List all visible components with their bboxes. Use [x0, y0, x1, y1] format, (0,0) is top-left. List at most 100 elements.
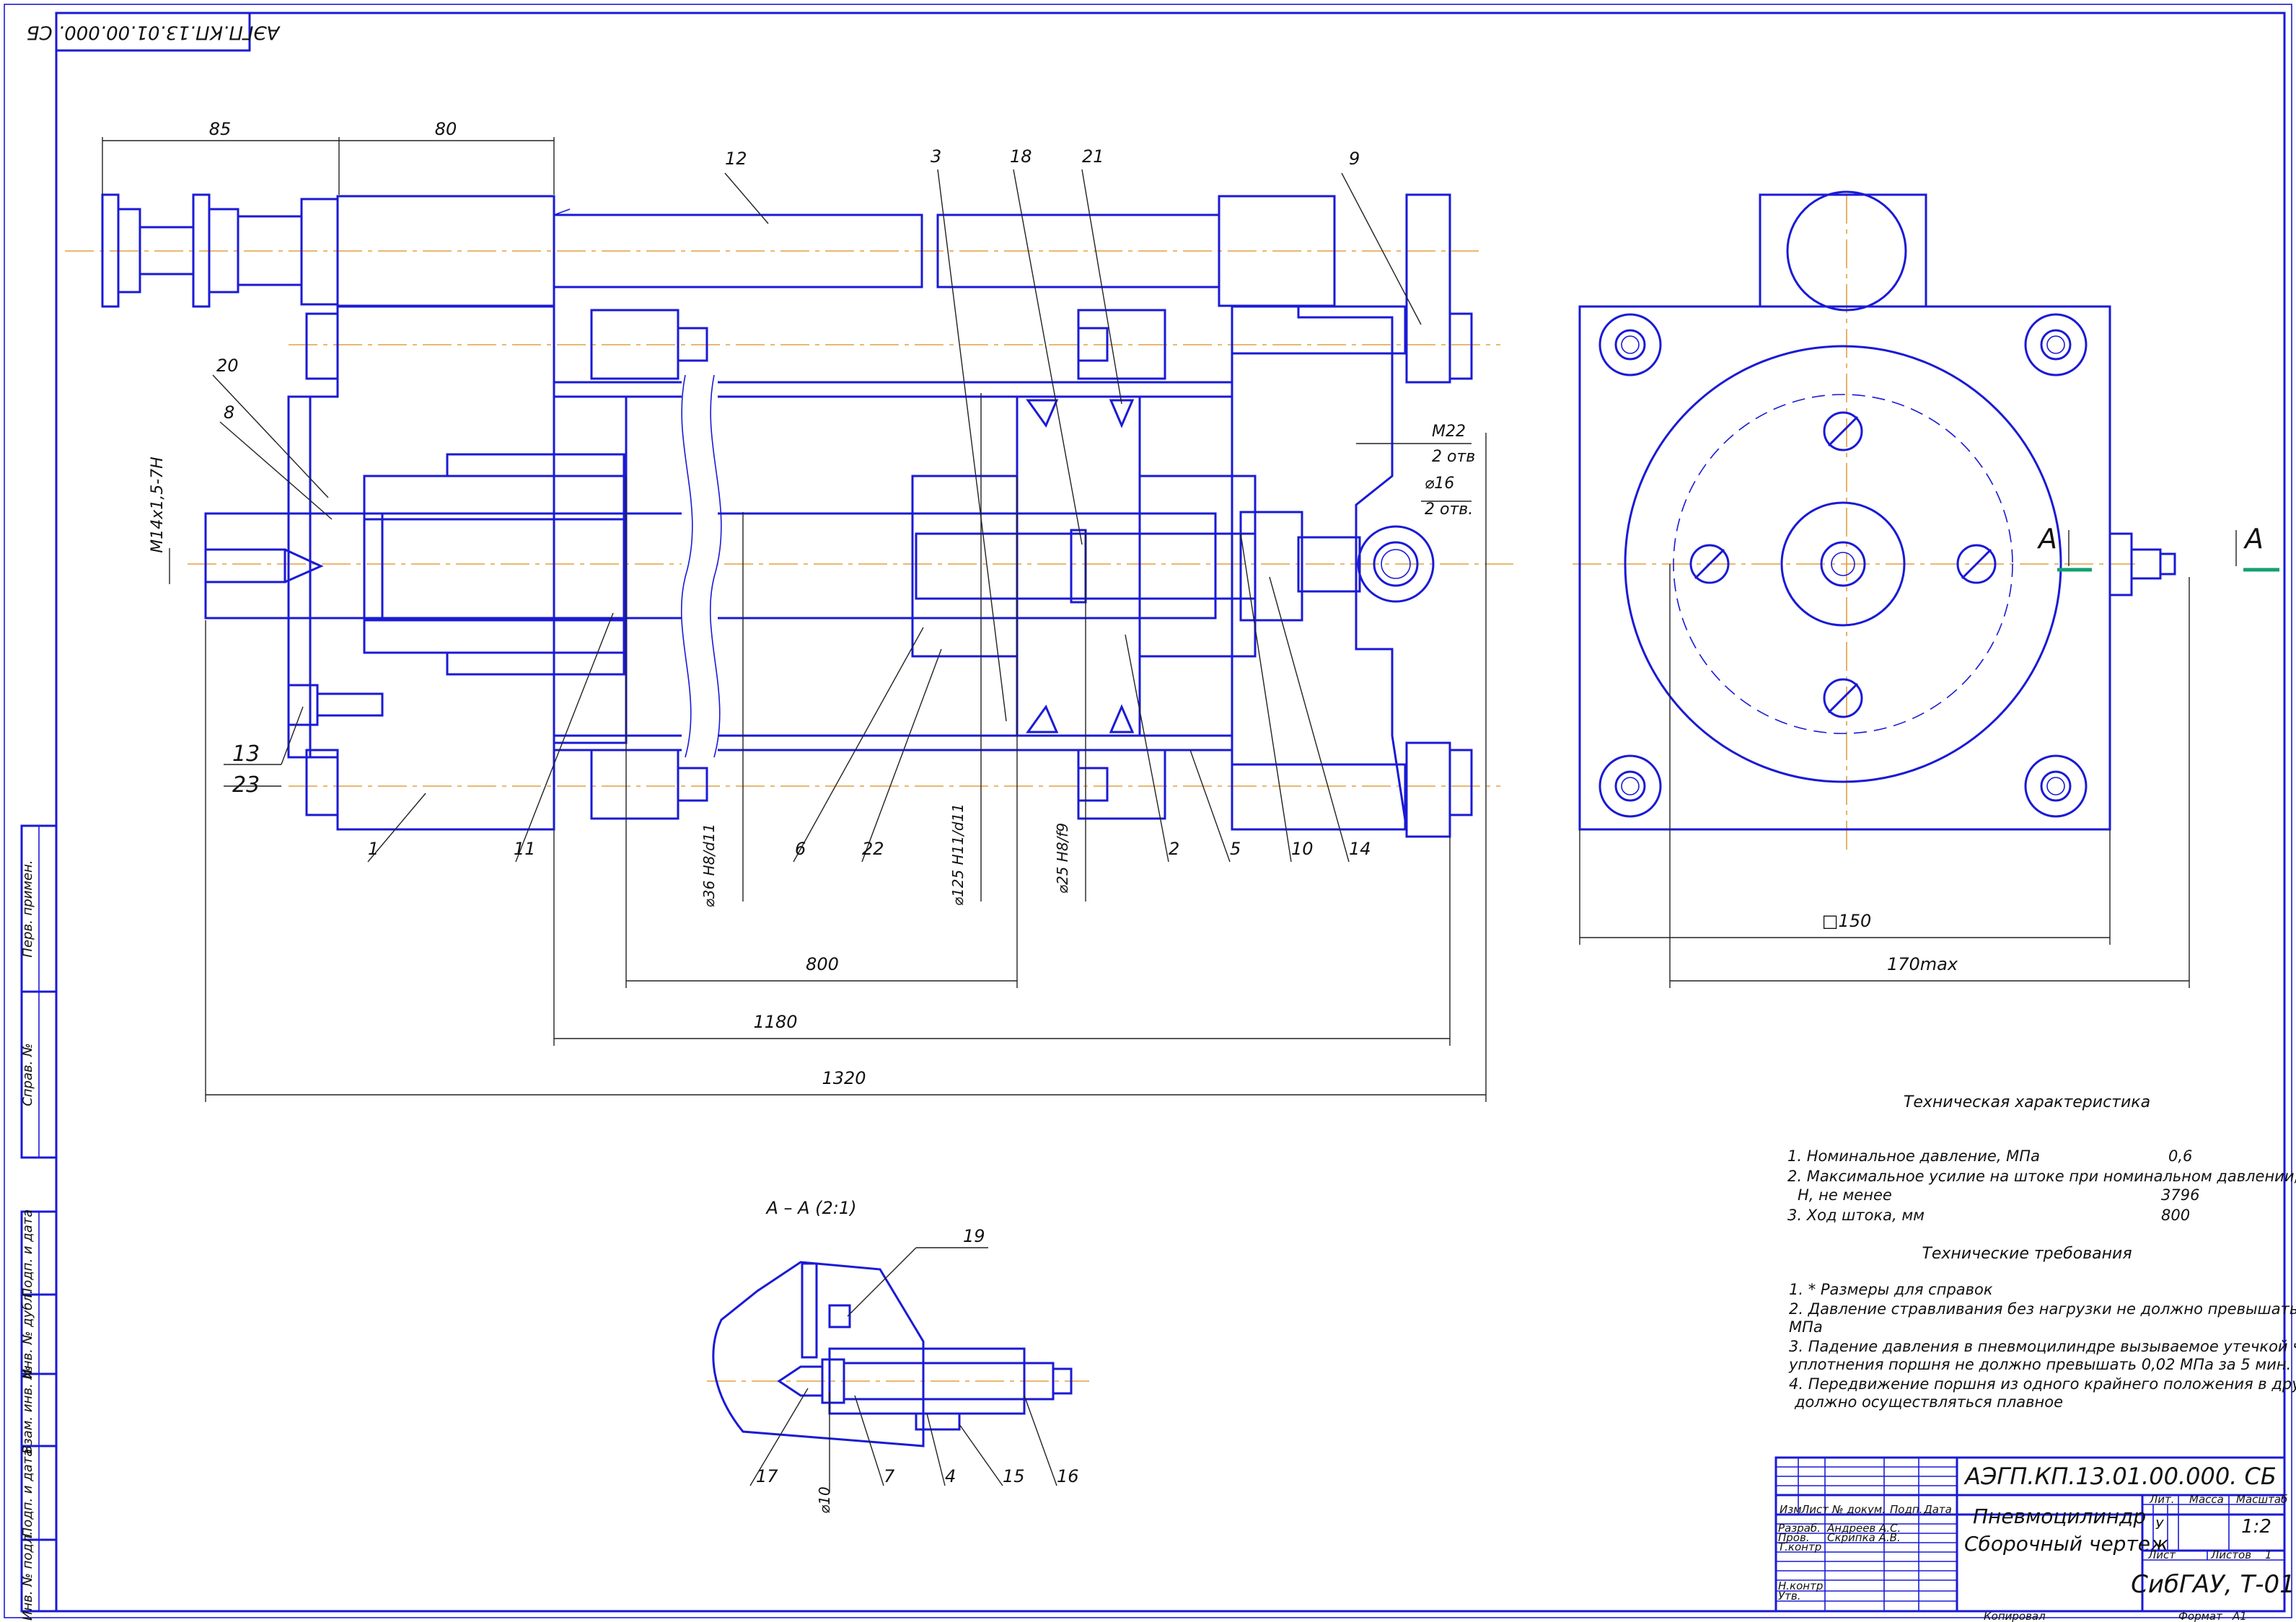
callout-23: 23 [232, 772, 260, 798]
dim-800: 800 [806, 954, 839, 974]
tb-r-razrab: Разраб. [1778, 1522, 1821, 1535]
dim-d16: ⌀16 [1425, 475, 1454, 493]
tb-code: АЭГП.КП.13.01.00.000. СБ [1963, 1463, 2277, 1490]
callout-20: 20 [216, 356, 239, 376]
tech-req-4: 4. Передвижение поршня из одного крайнег… [1789, 1375, 2296, 1393]
callout-10: 10 [1291, 839, 1314, 859]
callout-21: 21 [1082, 146, 1104, 167]
fit-36: ⌀36 H8/d11 [700, 824, 718, 908]
side-label-1: Справ. № [20, 1043, 35, 1106]
tb-list: Лист [2147, 1548, 2176, 1561]
tb-h-doc: № докум. [1831, 1503, 1886, 1516]
tech-requirements: Технические требования 1. * Размеры для … [1788, 1245, 2296, 1411]
side-label-5: Подп. и дата [20, 1449, 35, 1538]
callout-22: 22 [862, 839, 884, 859]
main-dimensions: 85 80 800 1180 1320 M14x1,5-7H M22 2 отв… [102, 119, 1487, 1102]
callout-8: 8 [224, 402, 234, 423]
tech-char-line3: 3. Ход штока, мм [1787, 1207, 1925, 1224]
tb-r-tkontr: Т.контр [1778, 1541, 1821, 1553]
corner-stamp-text: АЭГП.КП.13.01.00.000. СБ [27, 22, 281, 43]
tb-format-val: А1 [2232, 1610, 2247, 1622]
section-mark-a-left: А [2036, 523, 2057, 555]
tb-lit-val: У [2155, 1517, 2164, 1533]
tb-format: Формат [2178, 1610, 2223, 1622]
dim-150: □150 [1822, 911, 1871, 931]
callouts: 12 3 18 21 9 20 8 13 23 1 11 6 22 2 5 10… [212, 146, 1422, 863]
title-block: Изм Лист № докум. Подп. Дата Разраб. Про… [1774, 1456, 2295, 1622]
callout-17: 17 [756, 1466, 778, 1486]
callout-13: 13 [232, 741, 260, 767]
callout-4: 4 [945, 1466, 956, 1486]
section-aa-title: А – А (2:1) [765, 1198, 856, 1218]
tech-req-3b: уплотнения поршня не должно превышать 0,… [1788, 1356, 2291, 1373]
tb-r-nkontr: Н.контр [1778, 1579, 1823, 1592]
tech-req-2: 2. Давление стравливания без нагрузки не… [1789, 1300, 2296, 1318]
callout-3: 3 [931, 146, 941, 167]
tb-masshtab: Масштаб [2236, 1493, 2287, 1506]
callout-1: 1 [368, 839, 379, 859]
tb-kopiroval: Копировал [1984, 1610, 2046, 1622]
fit-25: ⌀25 H8/f9 [1054, 823, 1071, 894]
tb-h-izm: Изм [1780, 1503, 1802, 1516]
callout-2: 2 [1169, 839, 1179, 859]
dim-2otv-a: 2 отв [1432, 448, 1475, 466]
side-view: А А □150 170max [1573, 190, 2279, 988]
inner-frame [55, 12, 2286, 1613]
dim-170max: 170max [1887, 954, 1958, 974]
callout-14: 14 [1349, 839, 1371, 859]
callout-18: 18 [1010, 146, 1032, 167]
corner-stamp: АЭГП.КП.13.01.00.000. СБ [27, 12, 281, 52]
section-mark-a-right: А [2243, 523, 2264, 555]
tech-char-title: Техническая характеристика [1904, 1093, 2150, 1111]
side-strip: Перв. примен. Справ. № Подп. и дата Инв.… [20, 824, 58, 1621]
side-label-2: Подп. и дата [20, 1209, 35, 1298]
tb-lit: Лит. [2149, 1493, 2175, 1506]
tech-req-title: Технические требования [1922, 1245, 2132, 1263]
tb-r-utv: Утв. [1778, 1590, 1801, 1603]
tech-char-val2: 3796 [2161, 1186, 2199, 1204]
callout-15: 15 [1003, 1466, 1025, 1486]
side-label-0: Перв. примен. [20, 860, 35, 957]
tech-char-line2: 2. Максимальное усилие на штоке при номи… [1787, 1168, 2296, 1185]
side-label-6: Инв. № подл. [20, 1531, 35, 1621]
callout-5: 5 [1230, 839, 1241, 859]
tech-req-3: 3. Падение давления в пневмоцилиндре выз… [1789, 1338, 2296, 1355]
dim-1180: 1180 [753, 1012, 797, 1032]
tech-req-4b: должно осуществляться плавное [1794, 1393, 2063, 1411]
dim-85: 85 [209, 119, 232, 139]
callout-12: 12 [725, 149, 747, 169]
callout-16: 16 [1057, 1466, 1079, 1486]
tb-name1: Пневмоцилиндр [1973, 1504, 2146, 1528]
fit-125: ⌀125 H11/d11 [949, 803, 967, 906]
callout-6: 6 [795, 839, 806, 859]
side-label-4: Взам. инв. № [20, 1366, 35, 1454]
side-label-3: Инв. № дубл. [20, 1290, 35, 1378]
tb-listov: Листов [2210, 1548, 2251, 1561]
dim-thread: M14x1,5-7H [149, 457, 167, 552]
tb-massa: Масса [2189, 1493, 2224, 1506]
tb-name2: Сборочный чертеж [1964, 1532, 2168, 1556]
tb-r-prov: Пров. [1778, 1531, 1810, 1544]
main-section-view [65, 193, 1515, 838]
outer-frame [4, 4, 2292, 1618]
dim-2otv-b: 2 отв. [1425, 501, 1473, 519]
tb-h-list: Лист [1800, 1503, 1829, 1516]
dim-80: 80 [435, 119, 457, 139]
tech-char-line1: 1. Номинальное давление, МПа [1787, 1147, 2040, 1165]
section-aa: А – А (2:1) 19 17 ⌀10 7 4 15 16 [707, 1198, 1089, 1514]
tech-req-1: 1. * Размеры для справок [1789, 1281, 1993, 1298]
tech-char-val3: 800 [2161, 1207, 2190, 1224]
tb-n-razrab: Андреев А.С. [1826, 1522, 1901, 1535]
tech-characteristics: Техническая характеристика 1. Номинально… [1787, 1093, 2296, 1224]
tech-char-line2b: Н, не менее [1798, 1186, 1892, 1204]
callout-11: 11 [514, 839, 536, 859]
tb-h-data: Дата [1923, 1503, 1952, 1516]
tech-char-val1: 0,6 [2168, 1147, 2192, 1165]
tb-listov-val: 1 [2265, 1548, 2272, 1561]
tb-scale-val: 1:2 [2241, 1516, 2271, 1538]
tb-org: СибГАУ, Т-01 [2131, 1570, 2295, 1599]
callout-7: 7 [884, 1466, 895, 1486]
dim-1320: 1320 [822, 1068, 866, 1088]
tech-req-2b: МПа [1789, 1318, 1823, 1336]
